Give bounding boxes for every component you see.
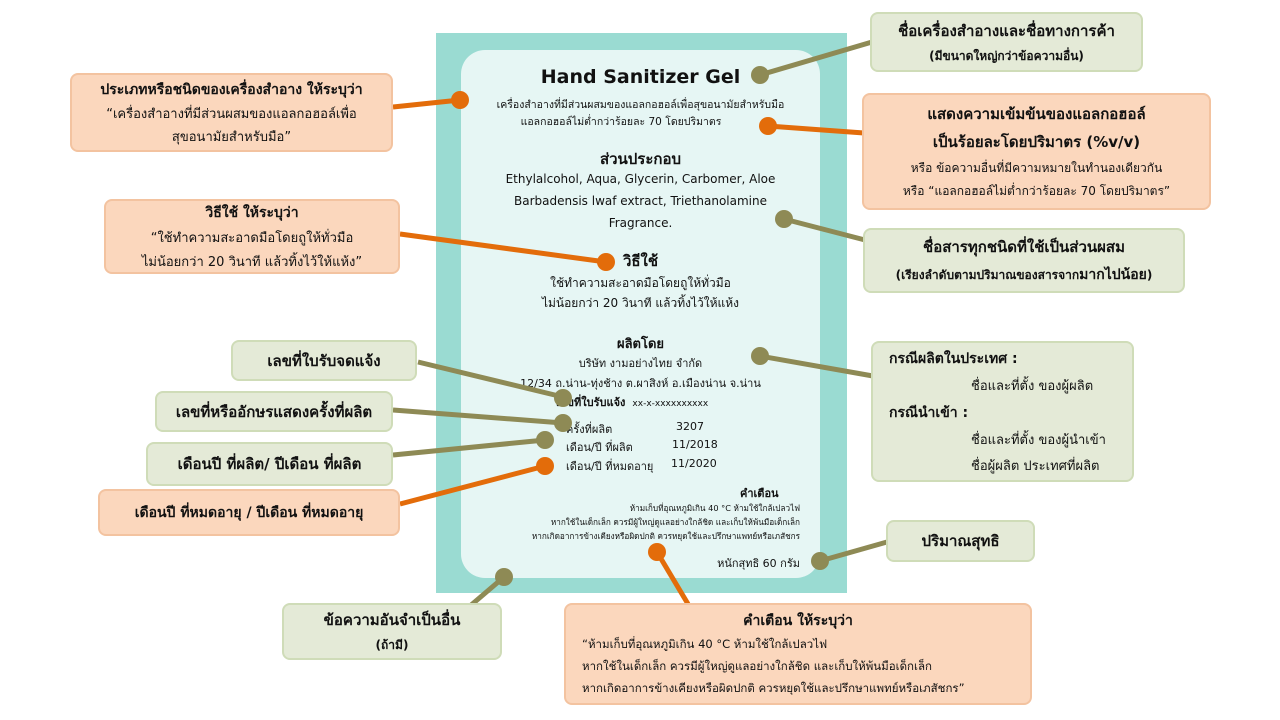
callout-lot: เลขที่หรืออักษรแสดงครั้งที่ผลิต [155, 391, 393, 432]
callout-type-title: ประเภทหรือชนิดของเครื่องสำอาง ให้ระบุว่า [100, 81, 363, 98]
warning-heading: คำเตือน [740, 487, 779, 500]
connector-type [392, 97, 461, 110]
callout-ingredients-note: (เรียงลำดับตามปริมาณของสารจากมากไปน้อย) [895, 267, 1153, 283]
callout-net: ปริมาณสุทธิ [886, 520, 1035, 562]
connector-producer [759, 353, 874, 379]
marker-lot [554, 414, 572, 432]
callout-net-text: ปริมาณสุทธิ [921, 532, 1000, 550]
product-title: Hand Sanitizer Gel [540, 66, 741, 88]
lot-label: ครั้งที่ผลิต [566, 423, 613, 436]
callout-other-title: ข้อความอันจำเป็นอื่น [323, 611, 461, 629]
producer-heading: ผลิตโดย [616, 337, 665, 352]
ingredients-line-3: Fragrance. [608, 216, 673, 230]
callout-ingredients-title: ชื่อสารทุกชนิดที่ใช้เป็นส่วนผสม [923, 238, 1125, 256]
callout-producer: กรณีผลิตในประเทศ : ชื่อและที่ตั้ง ของผู้… [871, 341, 1134, 482]
connector-net [819, 539, 888, 564]
callout-other-note: (ถ้ามี) [375, 638, 409, 652]
marker-alcohol [759, 117, 777, 135]
connector-usage [399, 231, 607, 265]
marker-usage [597, 253, 615, 271]
warning-line-3: หากเกิดอาการข้างเคียงหรือผิดปกติ ควรหยุด… [531, 531, 800, 541]
callout-warning-line-2: “ห้ามเก็บที่อุณหภูมิเกิน 40 °C ห้ามใช้ใก… [582, 637, 828, 651]
marker-producer [751, 347, 769, 365]
connector-lot [392, 407, 564, 426]
callout-warning-line-4: หากเกิดอาการข้างเคียงหรือผิดปกติ ควรหยุด… [582, 681, 965, 695]
callout-type-line-2: “เครื่องสำอางที่มีส่วนผสมของแอลกอฮอล์เพื… [106, 106, 357, 122]
callout-alcohol-line-3: หรือ ข้อความอื่นที่มีความหมายในทำนองเดีย… [910, 161, 1163, 175]
callout-mfg-text: เดือนปี ที่ผลิต/ ปีเดือน ที่ผลิต [177, 455, 362, 473]
label-card [461, 50, 820, 578]
callout-producer-domestic: กรณีผลิตในประเทศ : [889, 350, 1018, 367]
lot-value: 3207 [676, 420, 704, 433]
callout-warning-line-3: หากใช้ในเด็กเล็ก ควรมีผู้ใหญ่ดูแลอย่างใก… [582, 659, 932, 673]
callout-mfg: เดือนปี ที่ผลิต/ ปีเดือน ที่ผลิต [146, 442, 393, 486]
connector-exp [399, 463, 546, 507]
callout-producer-import-detail-1: ชื่อและที่ตั้ง ของผู้นำเข้า [971, 432, 1106, 448]
usage-line-2: ไม่น้อยกว่า 20 วินาที แล้วทิ้งไว้ให้แห้ง [541, 296, 740, 310]
type-line-1: เครื่องสำอางที่มีส่วนผสมของแอลกอฮอล์เพื่… [496, 99, 785, 111]
callout-usage: วิธีใช้ ให้ระบุว่า “ใช้ทำความสะอาดมือโดย… [104, 199, 400, 274]
callout-exp-text: เดือนปี ที่หมดอายุ / ปีเดือน ที่หมดอายุ [134, 504, 364, 521]
type-line-2: แอลกอฮอล์ไม่ต่ำกว่าร้อยละ 70 โดยปริมาตร [520, 116, 722, 128]
callout-type: ประเภทหรือชนิดของเครื่องสำอาง ให้ระบุว่า… [70, 73, 393, 152]
callout-producer-domestic-detail: ชื่อและที่ตั้ง ของผู้ผลิต [971, 378, 1094, 394]
marker-trade-name [751, 66, 769, 84]
ingredients-line-1: Ethylalcohol, Aqua, Glycerin, Carbomer, … [505, 172, 776, 186]
producer-address: 12/34 ถ.น่าน-ทุ่งช้าง ต.ผาสิงห์ อ.เมืองน… [520, 377, 761, 390]
callout-warning-title: คำเตือน ให้ระบุว่า [743, 613, 853, 629]
callout-lot-text: เลขที่หรืออักษรแสดงครั้งที่ผลิต [175, 402, 373, 421]
callout-warning: คำเตือน ให้ระบุว่า “ห้ามเก็บที่อุณหภูมิเ… [564, 603, 1032, 705]
connector-ingredients [783, 216, 866, 243]
producer-name: บริษัท งามอย่างไทย จำกัด [578, 357, 703, 370]
callout-trade-name-title: ชื่อเครื่องสำอางและชื่อทางการค้า [898, 21, 1115, 40]
callout-other: ข้อความอันจำเป็นอื่น (ถ้ามี) [282, 603, 502, 660]
callout-exp: เดือนปี ที่หมดอายุ / ปีเดือน ที่หมดอายุ [98, 489, 400, 536]
callout-notification-text: เลขที่ใบรับจดแจ้ง [267, 351, 381, 370]
callout-type-line-3: สุขอนามัยสำหรับมือ” [171, 129, 292, 145]
callout-notification: เลขที่ใบรับจดแจ้ง [231, 340, 417, 381]
connector-alcohol [767, 123, 865, 136]
exp-label: เดือน/ปี ที่หมดอายุ [566, 460, 654, 473]
callout-alcohol: แสดงความเข้มข้นของแอลกอฮอล์ เป็นร้อยละโด… [862, 93, 1211, 210]
connector-warning [654, 550, 691, 606]
mfg-label: เดือน/ปี ที่ผลิต [566, 441, 633, 454]
callout-alcohol-unit: เป็นร้อยละโดยปริมาตร (%v/v) [932, 133, 1141, 151]
connector-trade-name [759, 39, 873, 78]
marker-net [811, 552, 829, 570]
callout-usage-line-3: ไม่น้อยกว่า 20 วินาที แล้วทิ้งไว้ให้แห้ง… [141, 254, 363, 270]
ingredients-line-2: Barbadensis lwaf extract, Triethanolamin… [513, 194, 767, 208]
callout-trade-name-note: (มีขนาดใหญ่กว่าข้อความอื่น) [929, 48, 1084, 63]
exp-value: 11/2020 [671, 457, 717, 470]
callout-alcohol-line-4: หรือ “แอลกอฮอล์ไม่ต่ำกว่าร้อยละ 70 โดยปร… [902, 184, 1171, 198]
usage-heading: วิธีใช้ [622, 252, 659, 270]
marker-exp [536, 457, 554, 475]
callout-producer-import: กรณีนำเข้า : [889, 404, 969, 421]
callout-producer-import-detail-2: ชื่อผู้ผลิต ประเทศที่ผลิต [971, 458, 1100, 474]
marker-type [451, 91, 469, 109]
mfg-value: 11/2018 [672, 438, 718, 451]
connector-mfg [392, 437, 546, 458]
notification-number: เลขที่ใบรับแจ้ง xx-x-xxxxxxxxxx [556, 396, 709, 409]
marker-ingredients [775, 210, 793, 228]
callout-usage-title: วิธีใช้ ให้ระบุว่า [205, 204, 299, 221]
ingredients-heading: ส่วนประกอบ [599, 150, 682, 168]
warning-line-2: หากใช้ในเด็กเล็ก ควรมีผู้ใหญ่ดูแลอย่างใก… [550, 517, 800, 527]
marker-other [495, 568, 513, 586]
connector-notification [417, 359, 564, 400]
marker-warning [648, 543, 666, 561]
marker-mfg [536, 431, 554, 449]
callout-trade-name: ชื่อเครื่องสำอางและชื่อทางการค้า (มีขนาด… [870, 12, 1143, 72]
warning-line-1: ห้ามเก็บที่อุณหภูมิเกิน 40 °C ห้ามใช้ใกล… [629, 503, 800, 513]
marker-notification [554, 389, 572, 407]
callout-alcohol-title: แสดงความเข้มข้นของแอลกอฮอล์ [927, 105, 1146, 123]
net-weight: หนักสุทธิ 60 กรัม [717, 557, 800, 570]
callout-ingredients: ชื่อสารทุกชนิดที่ใช้เป็นส่วนผสม (เรียงลำ… [863, 228, 1185, 293]
callout-usage-line-2: “ใช้ทำความสะอาดมือโดยถูให้ทั่วมือ [150, 230, 354, 246]
usage-line-1: ใช้ทำความสะอาดมือโดยถูให้ทั่วมือ [550, 276, 731, 290]
